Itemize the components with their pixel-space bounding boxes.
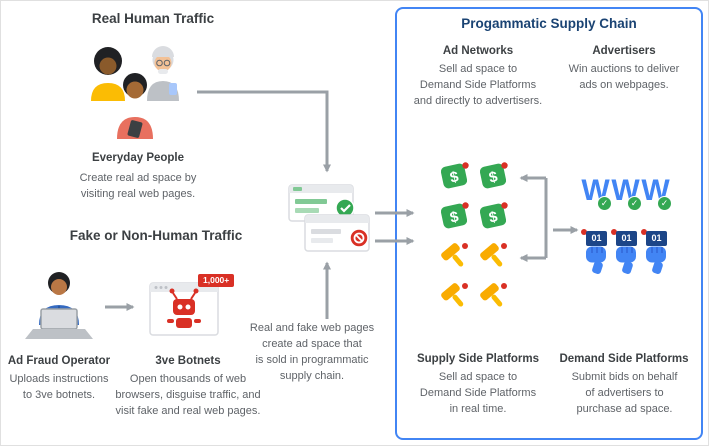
robot-icon — [167, 288, 201, 328]
everyday-people-title: Everyday People — [91, 152, 185, 164]
web-pages-caption: Real and fake web pages create ad space … — [249, 322, 375, 382]
laptop-icon — [25, 308, 93, 339]
bid-dot-icon — [611, 229, 617, 235]
botnet-browser-icon — [149, 282, 219, 336]
botnet-count-badge: 1,000+ — [198, 274, 235, 287]
gavels-group — [437, 239, 513, 317]
real-page-card — [288, 184, 355, 222]
demand-side-desc: Submit bids on behalf of advertisers to … — [571, 371, 678, 415]
advertiser-win-icon: W ✓ — [611, 175, 642, 211]
advertiser-win-icon: W ✓ — [581, 175, 612, 211]
web-pages-icon — [288, 184, 370, 252]
botnets-desc: Open thousands of web browsers, disguise… — [115, 373, 261, 417]
advertisers-desc: Win auctions to deliver ads on webpages. — [568, 63, 680, 91]
dollar-tag-icon: $ — [479, 202, 508, 229]
everyday-people-desc: Create real ad space by visiting real we… — [79, 172, 197, 200]
dollar-tag-icon: $ — [440, 162, 469, 189]
person-front-icon — [117, 73, 153, 139]
gavel-icon — [480, 243, 507, 267]
person-afro-icon — [91, 47, 125, 101]
check-icon: ✓ — [597, 196, 612, 211]
real-traffic-heading: Real Human Traffic — [91, 11, 215, 26]
fist-icon — [616, 246, 636, 274]
fake-page-card — [304, 214, 370, 252]
ad-fraud-operator-title: Ad Fraud Operator — [7, 355, 111, 367]
supply-side-title: Supply Side Platforms — [416, 353, 540, 365]
advertisers-title: Advertisers — [592, 45, 656, 57]
bidding-hands-group: 01 01 01 — [581, 229, 670, 277]
bid-hand-icon: 01 — [641, 229, 670, 277]
gavel-icon — [441, 243, 468, 267]
bid-dot-icon — [581, 229, 587, 235]
advertiser-wins-group: W ✓ W ✓ W ✓ — [581, 175, 672, 211]
dollar-tags-group: $ $ $ $ — [437, 159, 513, 237]
gavel-icon — [441, 283, 468, 307]
ad-networks-title: Ad Networks — [442, 45, 514, 57]
dollar-tag-icon: $ — [440, 202, 469, 229]
advertiser-win-icon: W ✓ — [641, 175, 672, 211]
bid-dot-icon — [641, 229, 647, 235]
botnets-title: 3ve Botnets — [155, 355, 221, 367]
dollar-tag-icon: $ — [479, 162, 508, 189]
ad-networks-desc: Sell ad space to Demand Side Platforms a… — [413, 63, 543, 107]
bid-card: 01 — [646, 231, 667, 246]
supply-side-desc: Sell ad space to Demand Side Platforms i… — [419, 371, 537, 415]
everyday-people-icon — [91, 46, 179, 139]
ad-fraud-operator-icon — [25, 272, 93, 339]
supply-chain-box: Progammatic Supply Chain Ad Networks Sel… — [395, 7, 703, 440]
ad-fraud-operator-desc: Uploads instructions to 3ve botnets. — [9, 373, 109, 401]
bid-hand-icon: 01 — [611, 229, 640, 277]
fist-icon — [646, 246, 666, 274]
person-elder-icon — [147, 46, 179, 101]
blocked-icon — [349, 228, 369, 248]
check-icon: ✓ — [657, 196, 672, 211]
demand-side-title: Demand Side Platforms — [559, 353, 689, 365]
check-icon: ✓ — [627, 196, 642, 211]
bid-card: 01 — [616, 231, 637, 246]
bid-hand-icon: 01 — [581, 229, 610, 277]
bid-card: 01 — [586, 231, 607, 246]
fake-traffic-heading: Fake or Non-Human Traffic — [69, 228, 243, 243]
supply-chain-title: Progammatic Supply Chain — [461, 16, 637, 31]
fist-icon — [586, 246, 606, 274]
gavel-icon — [480, 283, 507, 307]
